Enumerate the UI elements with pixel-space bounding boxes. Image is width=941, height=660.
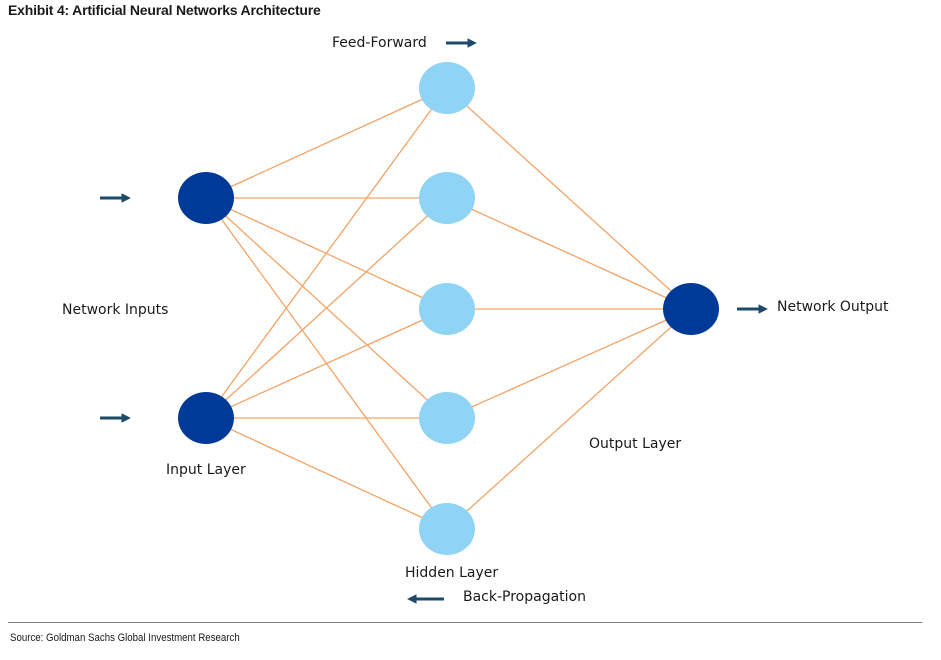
hidden-node-5: [419, 503, 475, 555]
feed-forward-label: Feed-Forward: [332, 35, 427, 51]
connection-hidden-4-output-1: [446, 308, 692, 419]
connection-input-2-hidden-1: [205, 87, 448, 419]
hidden-node-2: [419, 172, 475, 224]
output-layer-label: Output Layer: [589, 436, 681, 452]
connections: [205, 87, 692, 530]
footer-divider: [8, 622, 922, 623]
connection-input-2-hidden-3: [205, 308, 448, 419]
connection-hidden-1-output-1: [446, 87, 692, 310]
connection-input-2-hidden-2: [205, 197, 448, 419]
connection-input-2-hidden-5: [205, 417, 448, 530]
hidden-node-4: [419, 392, 475, 444]
nodes: [178, 62, 719, 555]
network-inputs-label: Network Inputs: [62, 302, 168, 318]
connection-hidden-2-output-1: [446, 197, 692, 310]
network-output-label: Network Output: [777, 299, 889, 315]
hidden-node-3: [419, 283, 475, 335]
input-node-2: [178, 392, 234, 444]
input-node-1: [178, 172, 234, 224]
back-propagation-label: Back-Propagation: [463, 589, 586, 605]
connection-hidden-5-output-1: [446, 308, 692, 530]
output-node-1: [663, 283, 719, 335]
hidden-layer-label: Hidden Layer: [405, 565, 498, 581]
exhibit-title: Exhibit 4: Artificial Neural Networks Ar…: [8, 2, 321, 18]
source-note: Source: Goldman Sachs Global Investment …: [10, 632, 240, 644]
hidden-node-1: [419, 62, 475, 114]
connection-input-1-hidden-1: [205, 87, 448, 199]
input-layer-label: Input Layer: [166, 462, 246, 478]
